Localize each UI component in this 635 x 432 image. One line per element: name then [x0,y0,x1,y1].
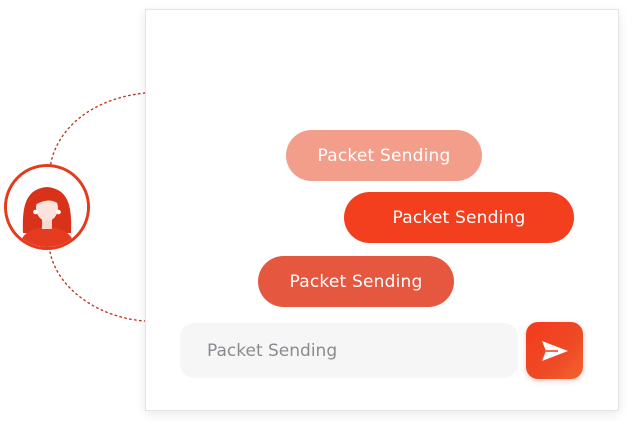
message-bubble: Packet Sending [258,256,454,307]
message-bubble: Packet Sending [344,192,574,243]
message-input[interactable]: Packet Sending [180,323,518,378]
send-paper-plane-icon [541,340,568,361]
user-avatar [4,164,90,250]
message-bubble: Packet Sending [286,130,482,181]
chat-panel: Packet Sending Packet Sending Packet Sen… [145,9,619,411]
send-button[interactable] [526,322,583,379]
user-avatar-icon [7,167,87,247]
